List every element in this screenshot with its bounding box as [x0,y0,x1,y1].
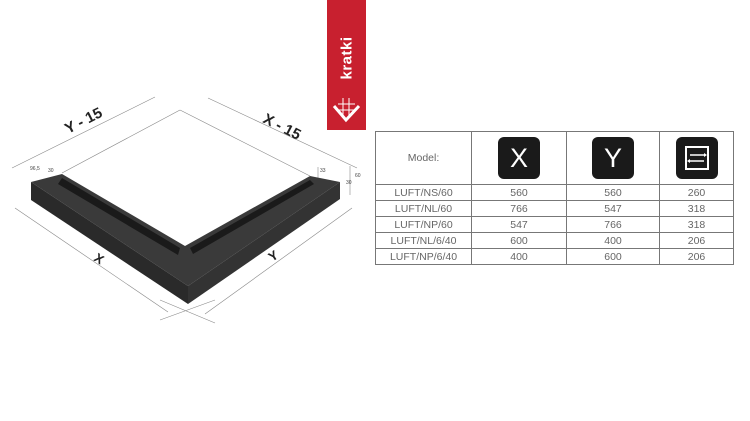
cell-value: 206 [659,248,734,265]
cell-model: LUFT/NL/60 [375,200,472,217]
dim-label-x: X [91,250,107,267]
table-header-row: Model: X Y [375,131,734,185]
header-y-badge: Y [592,137,634,179]
dim-slot: 30 [346,180,352,186]
dim-width: 96,5 [30,166,40,172]
cell-value: 206 [659,232,734,249]
cell-model: LUFT/NP/6/40 [375,248,472,265]
kratki-logo: kratki [327,0,366,130]
header-x-badge: X [498,137,540,179]
cell-y: 600 [566,248,660,265]
swap-arrows-icon [675,137,718,179]
cell-x: 766 [471,200,567,217]
cell-x: 400 [471,248,567,265]
cell-model: LUFT/NS/60 [375,184,472,201]
grille-front-face [31,182,188,304]
grille-top-face [31,174,340,286]
corner-grille-drawing: Y - 15 X - 15 X Y 96,5 30 33 60 30 [11,96,361,324]
cell-value: 318 [659,200,734,217]
logo-wordmark: kratki [338,36,355,80]
cell-x: 600 [471,232,567,249]
cell-x: 560 [471,184,567,201]
dim-height: 60 [355,173,361,179]
cell-x: 547 [471,216,567,233]
cell-y: 560 [566,184,660,201]
cell-y: 547 [566,200,660,217]
cell-value: 318 [659,216,734,233]
cell-model: LUFT/NP/60 [375,216,472,233]
cell-y: 766 [566,216,660,233]
grille-side-face [188,182,340,304]
logo-grid-arrow-icon [332,98,361,123]
dim-depth: 33 [320,168,326,174]
cell-model: LUFT/NL/6/40 [375,232,472,249]
dim-inner: 30 [48,168,54,174]
header-model: Model: [375,131,472,185]
dim-label-x-minus-15: X - 15 [260,110,303,143]
cell-value: 260 [659,184,734,201]
dim-label-y: Y [265,247,281,264]
cell-y: 400 [566,232,660,249]
